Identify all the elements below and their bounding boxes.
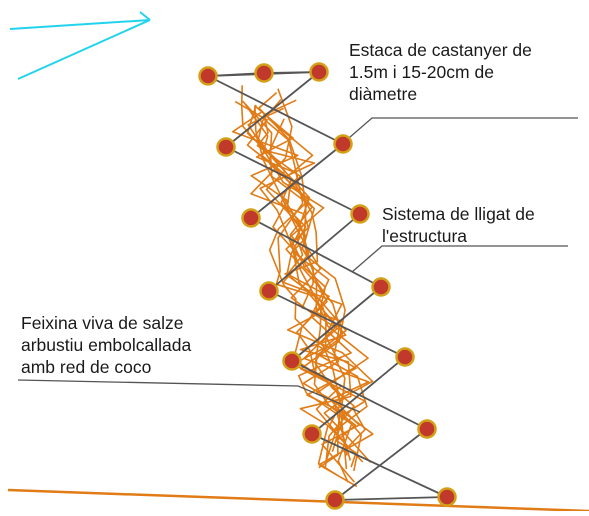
stake-marker <box>417 419 437 439</box>
stake-label-line-1: Estaca de castanyer de <box>349 40 532 60</box>
tie-line <box>250 143 344 219</box>
leader-line-tie <box>351 245 568 273</box>
fascine-label: Feixina viva de salze arbustiu embolcall… <box>21 312 191 378</box>
branch-stroke <box>246 104 352 477</box>
north-arrow-icon <box>9 11 151 80</box>
tie-line <box>311 356 406 435</box>
willow-fascine-branches <box>232 85 374 488</box>
tie-line <box>268 213 361 292</box>
tie-line <box>334 496 448 501</box>
fascine-label-line-2: arbustiu embolcallada <box>21 335 192 355</box>
tie-line <box>291 286 382 362</box>
stake-marker <box>198 66 218 86</box>
leader-lines <box>17 117 578 413</box>
stake-marker <box>309 62 329 82</box>
stake-marker <box>350 204 370 224</box>
stake-marker <box>371 277 391 297</box>
stake-marker <box>241 208 261 228</box>
stake-marker <box>254 63 274 83</box>
tie-line <box>225 146 361 215</box>
tie-line <box>207 75 344 145</box>
leader-line-fascine <box>17 379 361 413</box>
tie-line <box>250 217 382 288</box>
stake-label: Estaca de castanyer de 1.5m i 15-20cm de… <box>349 39 532 105</box>
stake-marker <box>216 137 236 157</box>
stake-marker <box>333 134 353 154</box>
leader-line-stake <box>341 117 578 145</box>
branch-stroke <box>267 117 374 488</box>
stake-label-line-3: diàmetre <box>349 84 418 104</box>
stake-marker <box>282 351 302 371</box>
branch-stroke <box>253 104 357 468</box>
tie-line <box>225 71 320 148</box>
stake-marker <box>437 487 457 507</box>
fascine-label-line-1: Feixina viva de salze <box>21 313 184 333</box>
stake-marker <box>395 347 415 367</box>
tie-system-label-line-2: l'estructura <box>382 226 468 246</box>
branch-stroke <box>254 106 369 470</box>
chestnut-stakes <box>198 62 457 510</box>
stake-marker <box>325 490 345 510</box>
tie-line <box>334 428 428 501</box>
stake-marker <box>302 424 322 444</box>
ground-line <box>7 488 589 513</box>
fascine-label-line-3: amb red de coco <box>21 357 152 377</box>
tie-system-label-line-1: Sistema de lligat de <box>382 204 535 224</box>
branch-stroke <box>232 111 368 463</box>
stake-marker <box>259 281 279 301</box>
tie-system-label: Sistema de lligat de l'estructura <box>382 203 535 247</box>
stake-label-line-2: 1.5m i 15-20cm de <box>349 62 494 82</box>
